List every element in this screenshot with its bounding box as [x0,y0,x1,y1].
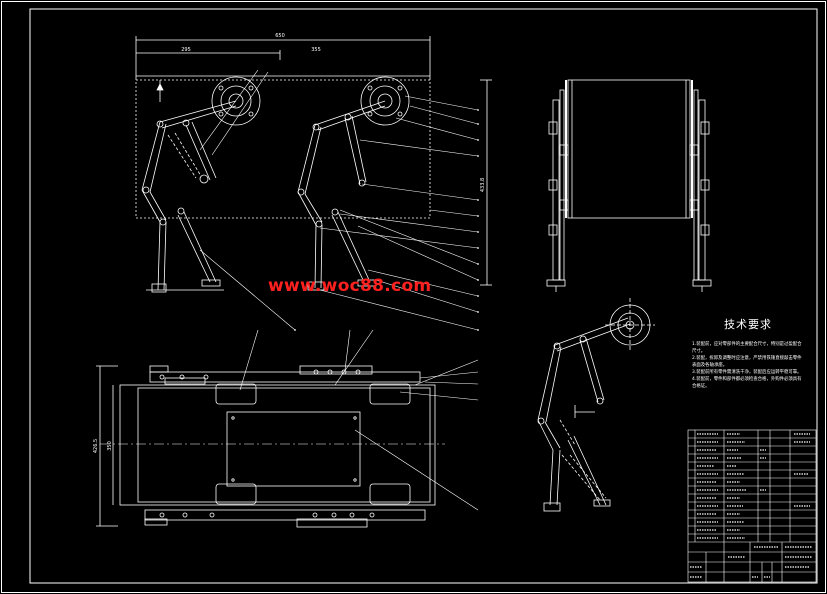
center-plate [226,411,361,487]
dim-width-inner: 350 [107,441,113,451]
drum-body [567,79,691,219]
requirement-line: 合格证。 [692,384,710,389]
right-wheel-outer [360,76,410,126]
side-view [546,79,712,292]
dim-overall-width: 650 [275,33,285,39]
requirement-line: 尺寸。 [692,349,706,354]
requirements-title: 技术要求 [724,318,772,331]
requirement-line: 表面及各轴承座。 [692,363,728,368]
dim-right-part: 355 [311,47,321,53]
requirement-line: 4.装配前，零件和部件都必须检查合格，外购件必须具有 [692,377,802,382]
left-wheel-outer [211,76,261,126]
dim-left-part: 295 [181,47,191,53]
leader-lines [199,69,479,331]
requirement-line: 3.装配前所有零件需清洗干净，装配后应运转平稳可靠。 [692,370,802,375]
sheet-inner-border [29,8,818,584]
dim-width-outer: 426.5 [93,439,99,453]
right-leg [297,100,386,291]
envelope-outline [135,79,431,219]
dim-height: 433.8 [480,178,486,192]
requirement-line: 1.装配前，应对零部件的主要配合尺寸，特别是过盈配合 [692,342,802,347]
chassis-frame [119,384,436,506]
watermark-text: www.woc88.com [268,276,432,296]
detail-view [537,298,655,512]
left-leg [141,100,237,293]
requirement-line: 2.装配，拆卸及调整时应注意，严禁用铁锤直接敲击零件 [692,356,802,361]
bom-table [687,429,817,583]
top-view [96,329,479,528]
front-view [135,36,492,331]
